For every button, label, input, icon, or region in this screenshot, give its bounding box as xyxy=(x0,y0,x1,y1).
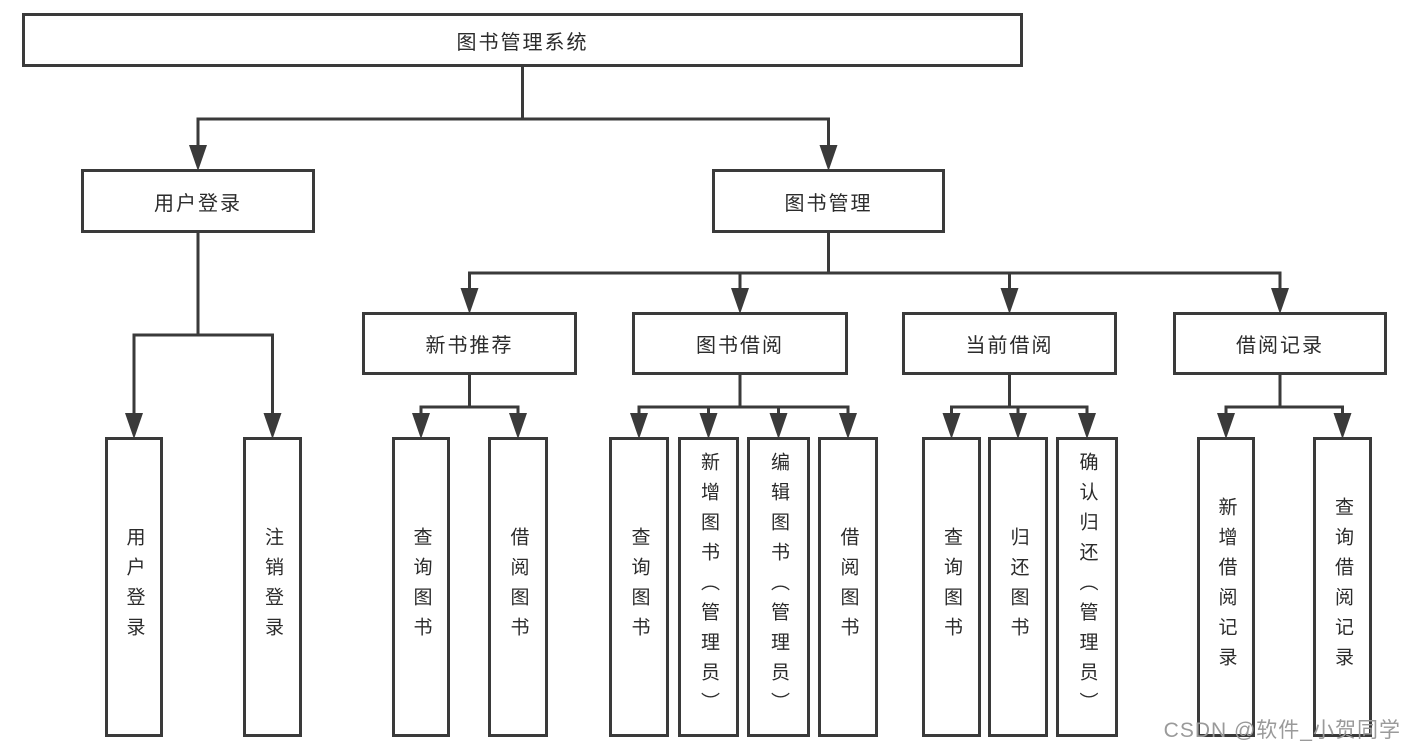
node-rec-borrow-book: 借阅图书 xyxy=(488,437,548,737)
node-label-book-borrow: 图书借阅 xyxy=(696,335,784,357)
node-cb-return-book: 归还图书 xyxy=(988,437,1048,737)
node-label-borrow-record: 借阅记录 xyxy=(1236,335,1324,357)
watermark: CSDN @软件_小贺同学 xyxy=(1163,719,1401,742)
node-root: 图书管理系统 xyxy=(22,13,1023,67)
node-borrow-record: 借阅记录 xyxy=(1173,312,1387,375)
node-book-borrow: 图书借阅 xyxy=(632,312,848,375)
node-label-bb-add-book: 新增图书（管理员） xyxy=(698,452,719,722)
node-logout: 注销登录 xyxy=(243,437,302,737)
node-label-current-borrow: 当前借阅 xyxy=(965,335,1054,357)
node-label-cb-return-book: 归还图书 xyxy=(1007,527,1029,647)
node-label-logout: 注销登录 xyxy=(262,527,283,647)
node-br-query-record: 查询借阅记录 xyxy=(1313,437,1372,737)
node-cb-query-book: 查询图书 xyxy=(922,437,981,737)
node-label-cb-confirm: 确认归还（管理员） xyxy=(1076,452,1098,722)
node-label-root: 图书管理系统 xyxy=(456,31,589,54)
node-label-new-book-rec: 新书推荐 xyxy=(425,335,514,357)
node-login: 用户登录 xyxy=(105,437,163,737)
node-bb-add-book: 新增图书（管理员） xyxy=(678,437,739,737)
node-label-br-query-record: 查询借阅记录 xyxy=(1332,497,1353,677)
node-br-add-record: 新增借阅记录 xyxy=(1197,437,1255,737)
node-current-borrow: 当前借阅 xyxy=(902,312,1117,375)
node-label-bb-query-book: 查询图书 xyxy=(628,527,650,647)
node-label-bb-edit-book: 编辑图书（管理员） xyxy=(768,452,789,722)
node-label-bb-borrow-book: 借阅图书 xyxy=(837,527,859,647)
node-label-user-login: 用户登录 xyxy=(154,192,242,215)
node-new-book-rec: 新书推荐 xyxy=(362,312,577,375)
node-label-book-manage: 图书管理 xyxy=(784,192,873,215)
node-cb-confirm: 确认归还（管理员） xyxy=(1056,437,1118,737)
node-label-cb-query-book: 查询图书 xyxy=(941,527,962,647)
node-rec-query-book: 查询图书 xyxy=(392,437,450,737)
node-bb-edit-book: 编辑图书（管理员） xyxy=(747,437,810,737)
node-label-login: 用户登录 xyxy=(123,527,145,647)
node-bb-query-book: 查询图书 xyxy=(609,437,669,737)
node-label-br-add-record: 新增借阅记录 xyxy=(1215,497,1237,677)
node-bb-borrow-book: 借阅图书 xyxy=(818,437,878,737)
node-label-rec-query-book: 查询图书 xyxy=(410,527,432,647)
node-label-rec-borrow-book: 借阅图书 xyxy=(507,527,529,647)
node-user-login: 用户登录 xyxy=(81,169,315,233)
node-book-manage: 图书管理 xyxy=(712,169,945,233)
